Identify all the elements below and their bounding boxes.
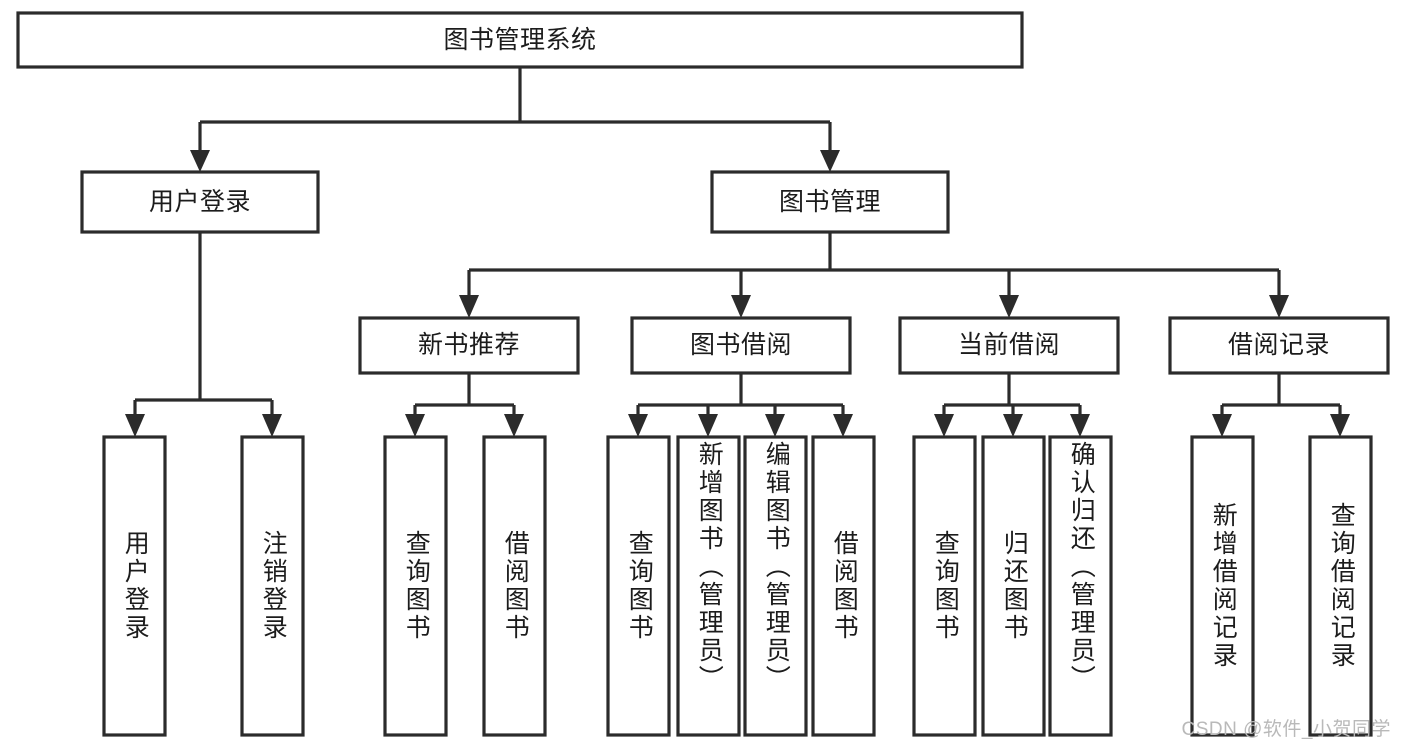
node-box-new-book-recommend[interactable] <box>358 316 580 375</box>
arrowhead-current-borrow <box>999 295 1019 318</box>
connectors-book-borrow-leaves <box>628 373 853 437</box>
node-box-user-login[interactable] <box>80 170 320 234</box>
node-box-leaf-return-book[interactable] <box>981 435 1046 737</box>
csdn-watermark: CSDN @软件_小贺同学 <box>1181 719 1391 740</box>
node-box-current-borrow[interactable] <box>898 316 1120 375</box>
arrowhead-book-borrow <box>731 295 751 318</box>
arrowhead-leaf-query-borrow-record <box>1330 414 1350 437</box>
arrowhead-leaf-return-book <box>1003 414 1023 437</box>
arrowhead-leaf-logout <box>262 414 282 437</box>
arrowhead-leaf-borrow-book-bb <box>833 414 853 437</box>
node-box-leaf-confirm-return-admin[interactable] <box>1048 435 1113 737</box>
node-box-leaf-query-book-rec[interactable] <box>383 435 448 737</box>
node-box-borrow-record[interactable] <box>1168 316 1390 375</box>
node-box-book-manage[interactable] <box>710 170 950 234</box>
connectors-current-borrow-leaves <box>934 373 1090 437</box>
connectors-new-book-recommend-leaves <box>405 373 524 437</box>
arrowhead-borrow-record <box>1269 295 1289 318</box>
node-box-leaf-add-borrow-record[interactable] <box>1190 435 1255 737</box>
node-box-leaf-add-book-admin[interactable] <box>676 435 741 737</box>
arrowhead-user-login <box>190 150 210 172</box>
node-box-leaf-user-login[interactable] <box>102 435 167 737</box>
arrowhead-leaf-edit-book-admin <box>765 414 785 437</box>
arrowhead-leaf-confirm-return-admin <box>1070 414 1090 437</box>
node-box-root[interactable] <box>16 11 1024 69</box>
node-box-leaf-query-borrow-record[interactable] <box>1308 435 1373 737</box>
arrowhead-leaf-user-login <box>125 414 145 437</box>
arrowhead-leaf-query-book-cb <box>934 414 954 437</box>
connectors-borrow-record-leaves <box>1212 373 1350 437</box>
arrowhead-leaf-borrow-book-rec <box>504 414 524 437</box>
node-box-leaf-edit-book-admin[interactable] <box>743 435 808 737</box>
arrowhead-leaf-query-book-bb <box>628 414 648 437</box>
arrowhead-new-book-recommend <box>459 295 479 318</box>
arrowhead-book-manage <box>820 150 840 172</box>
arrowhead-leaf-query-book-rec <box>405 414 425 437</box>
arrowhead-leaf-add-borrow-record <box>1212 414 1232 437</box>
connectors-user-login-leaves <box>125 232 282 437</box>
node-box-leaf-query-book-cb[interactable] <box>912 435 977 737</box>
node-box-leaf-borrow-book-bb[interactable] <box>811 435 876 737</box>
node-box-leaf-borrow-book-rec[interactable] <box>482 435 547 737</box>
connectors-root-level2 <box>190 67 840 172</box>
node-box-book-borrow[interactable] <box>630 316 852 375</box>
node-box-leaf-logout[interactable] <box>240 435 305 737</box>
connectors-book-manage-level3 <box>459 232 1289 318</box>
arrowhead-leaf-add-book-admin <box>698 414 718 437</box>
node-box-leaf-query-book-bb[interactable] <box>606 435 671 737</box>
